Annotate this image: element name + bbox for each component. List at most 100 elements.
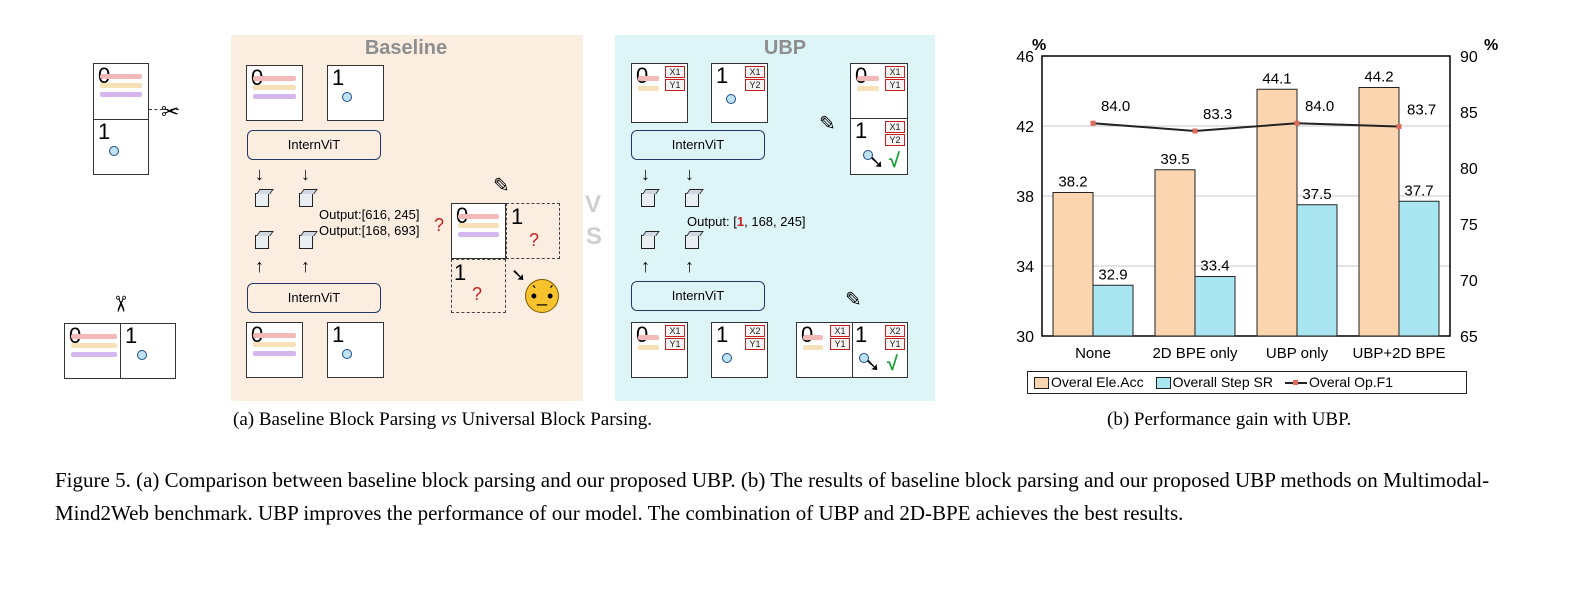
coord-tag-y: Y1: [665, 338, 685, 350]
target-element-icon: [342, 92, 352, 102]
page-index: 1: [332, 65, 345, 90]
legend-swatch: [1155, 376, 1171, 389]
coord-tag-y: Y1: [885, 338, 905, 350]
line-value-label: 84.0: [1101, 98, 1130, 115]
bar-value-label: 38.2: [1058, 174, 1087, 191]
full-page-horizontal-cut: 0 1: [93, 63, 149, 175]
scissors-icon: ✂: [161, 99, 180, 124]
ubp-block-0-vertical: 0 X1 Y1: [631, 322, 688, 378]
line-value-label: 84.0: [1305, 98, 1334, 115]
cursor-icon: ➘: [511, 265, 527, 285]
page-index: 1: [454, 260, 467, 285]
target-element-icon: [863, 150, 873, 160]
left-axis-unit: %: [1032, 37, 1046, 54]
bar-value-label: 33.4: [1200, 258, 1229, 275]
arrow-up-icon: ↑: [641, 256, 650, 276]
coord-tag-y: Y1: [665, 79, 685, 91]
baseline-title: Baseline: [364, 37, 448, 59]
coord-tag-x: X1: [745, 66, 765, 78]
ubp-output: Output: [1, 168, 245]: [687, 214, 806, 230]
right-tick-label: 70: [1460, 273, 1478, 290]
coord-tag-x: X1: [885, 121, 905, 133]
subcaption-a: (a) Baseline Block Parsing vs Universal …: [233, 409, 652, 431]
legend-line: [1284, 379, 1307, 385]
ubp-reconstruction-horizontal: 0 X1 Y1 1 X1 Y2 ➘ √: [850, 63, 908, 175]
cursor-icon: ➘: [869, 152, 885, 172]
legend-label: Overall Step SR: [1172, 374, 1273, 390]
arrow-up-icon: ↑: [685, 256, 694, 276]
coord-tag-x: X1: [830, 325, 850, 337]
bar: [1194, 276, 1236, 337]
coord-tag-x: X1: [885, 66, 905, 78]
arrow-up-icon: ↑: [255, 256, 264, 276]
left-tick-label: 38: [1016, 189, 1034, 206]
legend-label: Overal Op.F1: [1308, 374, 1393, 390]
internvit-encoder-bottom: InternViT: [247, 283, 381, 313]
right-axis-unit: %: [1484, 37, 1498, 54]
bar-value-label: 37.7: [1404, 182, 1433, 199]
needle-icon: ✎: [819, 113, 836, 135]
ubp-block-1-vertical: 1 X2 Y1: [711, 322, 768, 378]
coord-tag-y: Y2: [885, 134, 905, 146]
legend-item: Overal Ele.Acc: [1034, 372, 1144, 393]
plot-frame: [1041, 55, 1451, 337]
page-index: 1: [125, 323, 138, 348]
token-cube-icon: [641, 235, 655, 249]
page-index: 0: [636, 64, 648, 88]
baseline-output-1: Output:[616, 245]: [319, 207, 420, 222]
bar-value-label: 44.1: [1262, 70, 1291, 87]
page-index: 0: [636, 323, 648, 347]
subcaption-a-part2: Universal Block Parsing.: [456, 409, 652, 430]
left-tick-label: 34: [1016, 259, 1034, 276]
subcaption-a-part1: (a) Baseline Block Parsing: [233, 409, 441, 430]
target-element-icon: [137, 350, 147, 360]
vs-v: V: [585, 191, 602, 218]
line-value-label: 83.3: [1203, 106, 1232, 123]
line-point: [1090, 120, 1096, 126]
target-element-icon: [342, 349, 352, 359]
bar: [1256, 88, 1298, 337]
question-mark: ?: [529, 230, 540, 250]
target-element-icon: [109, 146, 119, 156]
chart-legend: Overal Ele.Acc Overall Step SR Overal Op…: [1027, 371, 1467, 394]
arrow-up-icon: ↑: [301, 256, 310, 276]
arrow-down-icon: ↓: [255, 164, 264, 184]
token-cube-icon: [299, 235, 313, 249]
full-page-vertical-cut: 0 1: [64, 323, 176, 379]
token-cube-icon: [641, 193, 655, 207]
figure-caption: Figure 5. (a) Comparison between baselin…: [55, 468, 1490, 525]
ubp-block-1: 1 X1 Y2: [711, 63, 768, 123]
cursor-icon: ➘: [865, 355, 881, 375]
bar: [1092, 284, 1134, 337]
needle-icon: ✎: [845, 289, 862, 311]
baseline-block-1: 1: [327, 65, 384, 121]
category-label: UBP+2D BPE: [1353, 345, 1446, 362]
right-tick-label: 80: [1460, 161, 1478, 178]
token-cube-icon: [685, 235, 699, 249]
page-index: 1: [332, 322, 345, 347]
right-tick-label: 75: [1460, 217, 1478, 234]
bar-value-label: 37.5: [1302, 186, 1331, 203]
baseline-reconstruction-0: 0: [451, 203, 506, 259]
baseline-reconstruction-1-right: 1 ?: [506, 203, 560, 259]
page-index: 0: [855, 64, 867, 88]
left-tick-label: 30: [1016, 329, 1034, 346]
confused-face-icon: •̀_•́: [525, 279, 559, 313]
page-index: 1: [855, 322, 868, 347]
check-mark: √: [887, 353, 898, 375]
ubp-reconstruction-vertical: 0 X1 Y1 1 X2 Y1 ➘ √: [796, 322, 908, 378]
page-index: 1: [511, 204, 524, 229]
category-label: None: [1075, 345, 1111, 362]
category-label: 2D BPE only: [1152, 345, 1238, 362]
target-element-icon: [859, 353, 869, 363]
page-index: 0: [801, 323, 813, 347]
target-element-icon: [726, 94, 736, 104]
right-tick-label: 90: [1460, 49, 1478, 66]
page-index: 1: [855, 118, 868, 143]
line-point: [1396, 124, 1402, 130]
bar: [1296, 204, 1338, 337]
chart-svg: 3034384246%657075808590%38.232.9None39.5…: [1016, 37, 1498, 362]
subcaption-a-vs: vs: [440, 409, 457, 430]
bar: [1154, 169, 1196, 337]
ubp-block-0: 0 X1 Y1: [631, 63, 688, 123]
